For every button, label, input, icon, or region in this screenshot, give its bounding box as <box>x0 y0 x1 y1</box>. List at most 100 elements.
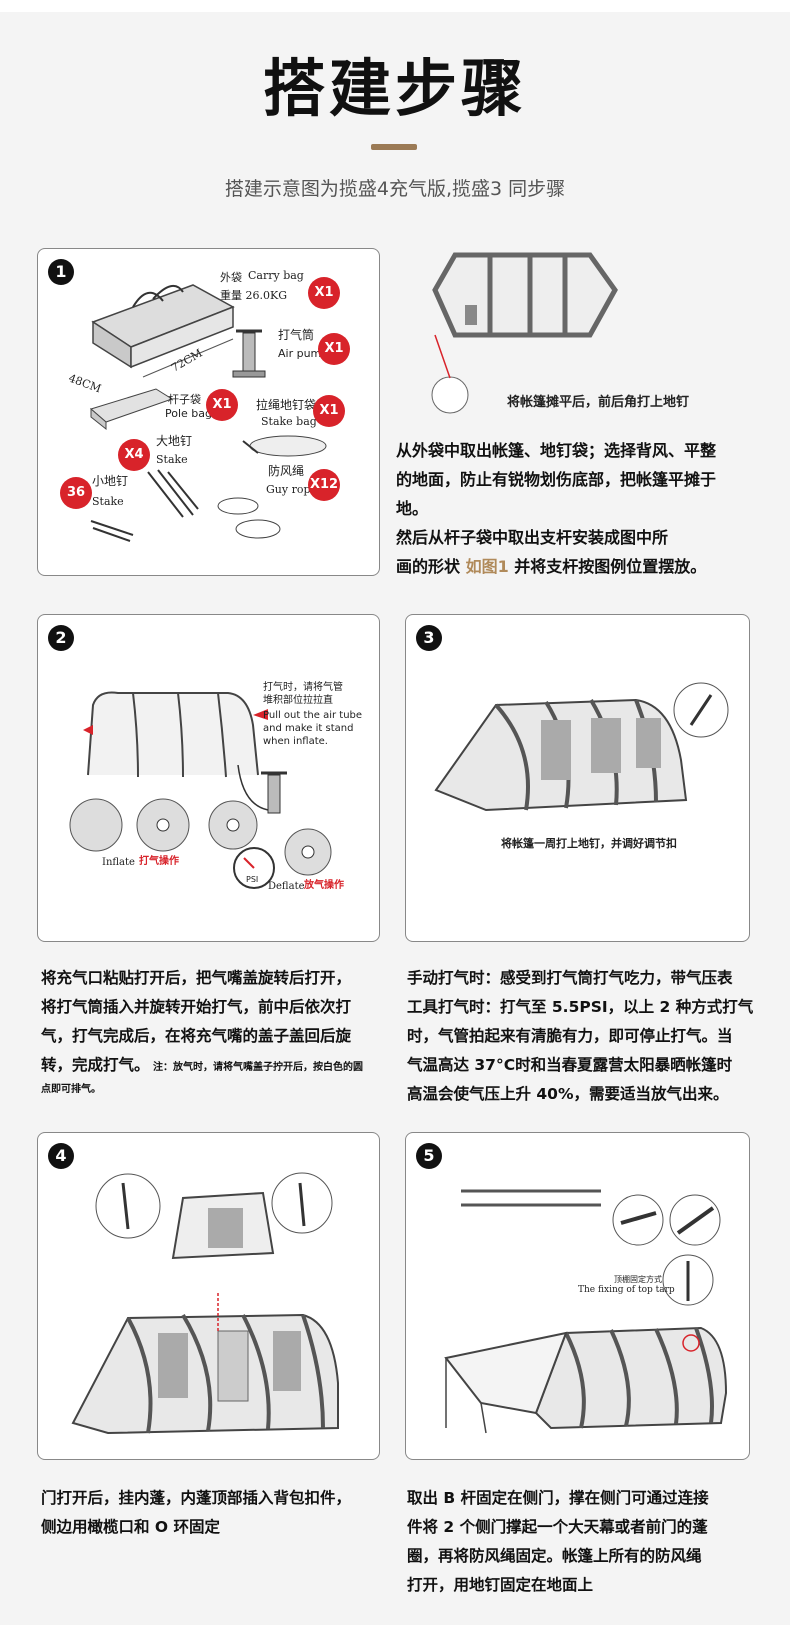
desc-line: 手动打气时：感受到打气筒打气吃力，带气压表 <box>407 969 733 987</box>
buckle-detail-icon-right <box>271 1172 333 1234</box>
desc-line: 画的形状 如图1 并将支杆按图例位置摆放。 <box>396 552 766 581</box>
item-stake-bag-cn: 拉绳地钉袋 <box>256 398 317 412</box>
step1-side-caption: 将帐篷摊平后，前后角打上地钉 <box>507 395 690 410</box>
carry-bag-illustration <box>91 284 235 378</box>
tarp-fixing-detail-icon <box>662 1254 714 1306</box>
item-large-stake-cn: 大地钉 <box>156 434 193 448</box>
stake-detail-icon <box>673 682 729 738</box>
item-small-stake-cn: 小地钉 <box>92 474 129 488</box>
step5-tarp-panel: 5 顶棚固定方式 The fixing of top tarp <box>405 1132 750 1460</box>
desc-line: 的地面，防止有锐物划伤底部，把帐篷平摊于 <box>396 470 717 489</box>
item-air-pump-cn: 打气筒 <box>278 328 315 342</box>
step2-callout-en-1: Pull out the air tube <box>263 710 363 721</box>
step2-inflate-panel: 2 打气时，请将气管 堆积部位拉拉直 Pull out the air tube… <box>37 614 380 942</box>
page-subtitle: 搭建示意图为揽盛4充气版,揽盛3 同步骤 <box>224 178 566 200</box>
desc-text: 画的形状 <box>396 557 466 576</box>
b-pole-illustration <box>461 1189 601 1207</box>
step1-description: 从外袋中取出帐篷、地钉袋；选择背风、平整 的地面，防止有锐物划伤底部，把帐篷平摊… <box>396 436 766 581</box>
inner-tent-illustration <box>171 1191 275 1260</box>
tent-with-tarp-illustration <box>444 1326 728 1434</box>
step5-callout-cn: 顶棚固定方式 <box>614 1275 662 1284</box>
inflate-label-en: Inflate <box>102 857 135 868</box>
title-divider <box>371 144 417 150</box>
qty-badge-air-pump: X1 <box>318 333 350 365</box>
deflate-valve-icon <box>284 828 332 876</box>
deflate-label-cn: 放气操作 <box>304 880 344 891</box>
desc-line: 气，打气完成后，在将充气嘴的盖子盖回后旋 <box>41 1027 352 1045</box>
buckle-detail-icon-left <box>95 1173 161 1239</box>
desc-line: 取出 B 杆固定在侧门，撑在侧门可通过连接 <box>407 1489 709 1507</box>
item-guy-rope-cn: 防风绳 <box>268 464 305 478</box>
step-badge: 1 <box>48 259 74 285</box>
step3-description: 手动打气时：感受到打气筒打气吃力，带气压表 工具打气时：打气至 5.5PSI，以… <box>407 964 767 1109</box>
desc-line: 时，气管拍起来有清脆有力，即可停止打气。当 <box>407 1027 733 1045</box>
step4-description: 门打开后，挂内蓬，内蓬顶部插入背包扣件， 侧边用橄榄口和 O 环固定 <box>41 1484 401 1542</box>
desc-line: 将打气筒插入并旋转开始打气，前中后依次打 <box>41 998 352 1016</box>
page-title: 搭建步骤 <box>262 52 527 125</box>
deflate-note: 点即可排气。 <box>41 1084 101 1095</box>
small-stake-illustration <box>90 520 134 542</box>
item-air-pump-en: Air pump <box>278 347 329 360</box>
qty-badge-guy-rope: X12 <box>308 469 340 501</box>
qty-badge-carry-bag: X1 <box>308 277 340 309</box>
desc-line: 转，完成打气。 注：放气时，请将气嘴盖子拧开后，按白色的圆 <box>41 1051 401 1082</box>
desc-line: 圈，再将防风绳固定。帐篷上所有的防风绳 <box>407 1547 702 1565</box>
pole-bag-illustration <box>89 388 174 431</box>
deflate-label-en: Deflate <box>268 881 305 892</box>
tent-with-inner-illustration <box>71 1293 339 1435</box>
step2-callout-en-2: and make it stand <box>263 723 354 734</box>
desc-line: 件将 2 个侧门撑起一个大天幕或者前门的蓬 <box>407 1518 708 1536</box>
valve-step-icons <box>69 798 258 852</box>
desc-line: 侧边用橄榄口和 O 环固定 <box>41 1518 220 1536</box>
step2-description: 将充气口粘贴打开后，把气嘴盖旋转后打开， 将打气筒插入并旋转开始打气，前中后依次… <box>41 964 401 1098</box>
staked-tent-illustration <box>434 698 688 812</box>
deflate-note: 注：放气时，请将气嘴盖子拧开后，按白色的圆 <box>149 1062 363 1073</box>
inflate-label-cn: 打气操作 <box>139 856 179 867</box>
tent-floorplan-illustration <box>431 252 618 414</box>
item-stake-bag-en: Stake bag <box>261 415 317 428</box>
desc-line: 将充气口粘贴打开后，把气嘴盖旋转后打开， <box>41 969 352 987</box>
step5-callout-en: The fixing of top tarp <box>578 1285 675 1295</box>
desc-line: 高温会使气压上升 40%，需要适当放气出来。 <box>407 1085 729 1103</box>
step1-contents-panel: 1 72CM 48CM 外袋 Carry bag 重量 26.0KG X1 打气… <box>37 248 380 576</box>
item-carry-bag-cn: 外袋 <box>220 271 242 284</box>
desc-line: 门打开后，挂内蓬，内蓬顶部插入背包扣件， <box>41 1489 352 1507</box>
step-badge: 5 <box>416 1143 442 1169</box>
desc-line: 地。 <box>396 499 429 518</box>
step3-caption: 将帐篷一周打上地钉，并调好调节扣 <box>501 837 677 850</box>
step5-description: 取出 B 杆固定在侧门，撑在侧门可通过连接 件将 2 个侧门撑起一个大天幕或者前… <box>407 1484 767 1600</box>
item-carry-bag-en: Carry bag <box>248 269 304 282</box>
item-guy-rope-en: Guy rope <box>266 483 318 496</box>
step2-callout-cn-1: 打气时，请将气管 <box>263 682 343 693</box>
pole-joint-detail-icon <box>612 1194 664 1246</box>
top-strip <box>0 0 790 12</box>
step-badge: 2 <box>48 625 74 651</box>
step2-callout-cn-2: 堆积部位拉拉直 <box>263 695 333 706</box>
air-pump-illustration <box>232 329 266 378</box>
step-badge: 3 <box>416 625 442 651</box>
item-pole-bag-cn: 杆子袋 <box>168 393 201 406</box>
guy-rope-illustration <box>217 497 281 539</box>
item-small-stake-en: Stake <box>92 495 124 508</box>
desc-line: 然后从杆子袋中取出支杆安装成图中所 <box>396 528 669 547</box>
item-large-stake-en: Stake <box>156 453 188 466</box>
desc-text: 并将支杆按图例位置摆放。 <box>508 557 707 576</box>
qty-badge-pole-bag: X1 <box>206 389 238 421</box>
desc-line: 气温高达 37°C时和当春夏露营太阳暴晒帐篷时 <box>407 1056 733 1074</box>
step3-staking-panel: 3 将帐篷一周打上地钉，并调好调节扣 <box>405 614 750 942</box>
pump-connection-illustration <box>237 765 287 814</box>
qty-badge-small-stake: 36 <box>60 477 92 509</box>
step-badge: 4 <box>48 1143 74 1169</box>
weight-label: 重量 26.0KG <box>220 289 287 302</box>
desc-line: 打开，用地钉固定在地面上 <box>407 1576 594 1594</box>
figure-reference: 如图1 <box>465 557 509 576</box>
qty-badge-stake-bag: X1 <box>313 395 345 427</box>
large-stake-illustration <box>147 469 199 518</box>
gauge-psi-label: PSI <box>246 875 259 884</box>
step4-inner-tent-panel: 4 <box>37 1132 380 1460</box>
pressure-gauge-icon <box>233 847 275 889</box>
item-pole-bag-en: Pole bag <box>165 407 212 420</box>
inflated-frame-illustration <box>83 691 268 778</box>
stake-bag-illustration <box>242 435 327 457</box>
pole-connect-detail-icon <box>669 1194 721 1246</box>
